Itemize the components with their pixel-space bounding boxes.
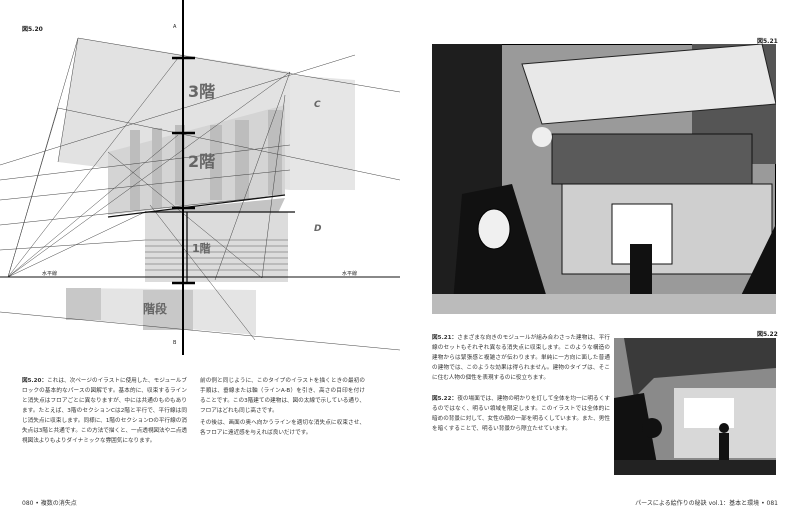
caption-label: 図5.21： — [432, 335, 458, 341]
section-d-label: D — [314, 224, 322, 234]
illustration-5-22 — [614, 338, 776, 475]
figure-label-5-20: 図5.20 — [22, 26, 43, 33]
caption-label: 図5.22： — [432, 396, 458, 402]
caption-5-21: 図5.21：さまざまな向きのモジュールが組み合わさった建物は、平行線のセットもそ… — [432, 333, 610, 383]
footer-right: パースによる絵作りの秘訣 vol.1：基本と環境 • 081 — [635, 500, 778, 507]
caption-text: 夜の場面では、建物の明かりを灯して全体を均一に明るくするのではなく、明るい領域を… — [432, 396, 610, 432]
body-paragraph-2: その後は、画面の奥へ向かうラインを適切な消失点に収束させ、各フロアに遠近感を与え… — [200, 420, 365, 436]
floor3-label: 3階 — [188, 82, 216, 101]
stairs-label: 階段 — [143, 302, 168, 316]
horizon-label-right: 水平線 — [342, 271, 358, 277]
floor1-label: 1階 — [192, 242, 211, 255]
section-c-block — [290, 75, 355, 190]
section-c-label: C — [314, 100, 321, 110]
caption-5-22: 図5.22：夜の場面では、建物の明かりを灯して全体を均一に明るくするのではなく、… — [432, 394, 610, 434]
illustration-5-21 — [432, 44, 776, 314]
footer-left: 080 • 複数の消失点 — [22, 500, 77, 507]
caption-text: これは、次ページのイラストに使用した、モジュールブロックの基本的なパースの図解で… — [22, 378, 187, 444]
body-paragraph-1: 前の例と同じように、このタイプのイラストを描くときの最初の手順は、垂線または軸（… — [200, 378, 365, 414]
perspective-diagram — [0, 0, 400, 355]
horizon-label-left: 水平線 — [42, 271, 58, 277]
figure-label-5-21: 図5.21 — [757, 38, 778, 45]
axis-label-b: B — [173, 340, 177, 346]
caption-text: さまざまな向きのモジュールが組み合わさった建物は、平行線のセットもそれぞれ異なる… — [432, 335, 610, 381]
caption-label: 図5.20： — [22, 378, 48, 384]
floor2-label: 2階 — [188, 152, 216, 171]
axis-label-a: A — [173, 24, 177, 30]
caption-5-20: 図5.20：これは、次ページのイラストに使用した、モジュールブロックの基本的なパ… — [22, 376, 187, 446]
figure-label-5-22: 図5.22 — [757, 331, 778, 338]
